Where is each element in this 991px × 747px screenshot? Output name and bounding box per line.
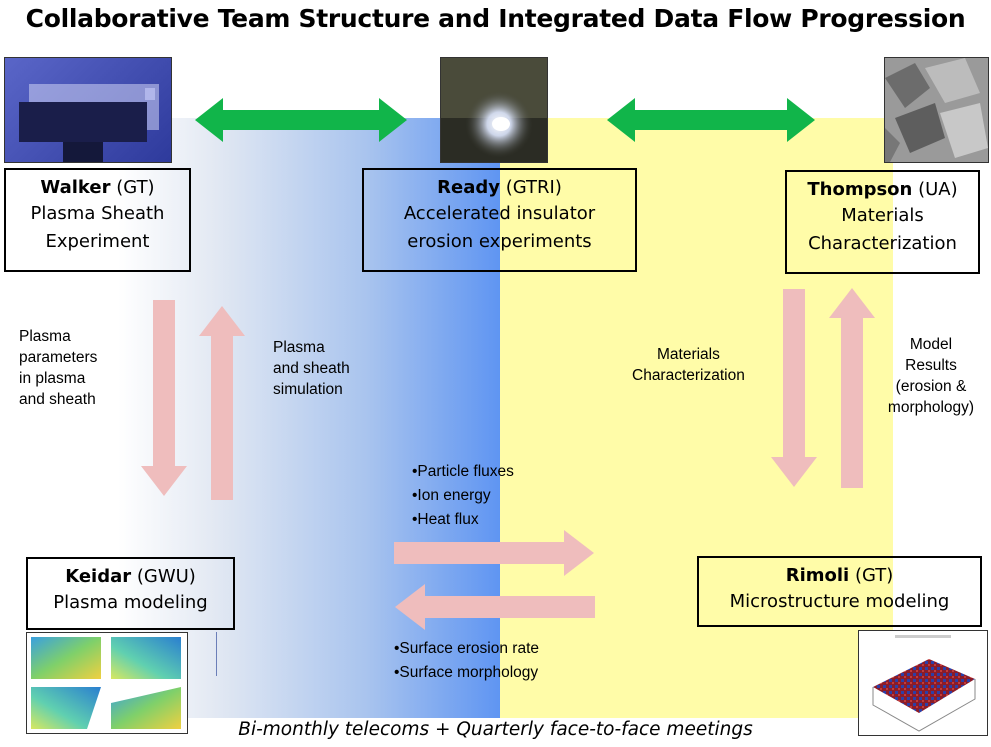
ready-name: Ready — [437, 177, 500, 198]
up-arrow-keidar-to-walker — [199, 306, 245, 500]
walker-team-box: Walker (GT) Plasma Sheath Experiment — [4, 168, 191, 272]
rimoli-team-box: Rimoli (GT) Microstructure modeling — [697, 556, 982, 627]
thompson-team-box: Thompson (UA) Materials Characterization — [785, 170, 980, 274]
plasma-simulation-line3: simulation — [273, 381, 343, 398]
plasma-parameters-label: Plasma parameters in plasma and sheath — [19, 326, 97, 410]
fluxes-item-ion-energy: •Ion energy — [412, 487, 491, 504]
plasma-simulation-line1: Plasma — [273, 339, 325, 356]
surface-item-morphology: •Surface morphology — [394, 664, 539, 681]
right-arrow-to-rimoli — [394, 530, 594, 576]
fluxes-item-heat-flux: •Heat flux — [412, 511, 479, 528]
fluxes-list: •Particle fluxes •Ion energy •Heat flux — [412, 460, 514, 532]
rimoli-name: Rimoli — [785, 565, 850, 586]
plasma-model-plots — [26, 632, 188, 734]
down-arrow-thompson-to-rimoli — [771, 289, 817, 487]
keidar-name: Keidar — [65, 566, 132, 587]
model-results-line3: (erosion & — [895, 378, 967, 395]
rimoli-desc: Microstructure modeling — [729, 591, 950, 612]
materials-characterization-line1: Materials — [656, 346, 720, 363]
ready-team-box: Ready (GTRI) Accelerated insulator erosi… — [362, 168, 637, 272]
thompson-org: (UA) — [918, 179, 958, 200]
walker-org: (GT) — [116, 177, 155, 198]
green-double-arrow-left — [195, 98, 407, 142]
keidar-org: (GWU) — [136, 566, 196, 587]
microstructure-3d-plot — [858, 630, 988, 736]
erosion-experiment-photo — [440, 57, 548, 163]
fluxes-item-particle: •Particle fluxes — [412, 463, 514, 480]
surface-list: •Surface erosion rate •Surface morpholog… — [394, 637, 539, 685]
model-results-line4: morphology) — [887, 399, 975, 416]
thompson-desc-line2: Characterization — [808, 233, 957, 254]
left-arrow-to-keidar — [395, 584, 595, 630]
plasma-parameters-line4: and sheath — [19, 391, 96, 408]
footer-note: Bi-monthly telecoms + Quarterly face-to-… — [238, 719, 753, 740]
keidar-connector-line — [216, 632, 217, 676]
walker-desc-line2: Experiment — [45, 231, 150, 252]
plasma-parameters-line1: Plasma — [19, 328, 71, 345]
green-double-arrow-right — [607, 98, 815, 142]
down-arrow-walker-to-keidar — [141, 300, 187, 496]
page-title: Collaborative Team Structure and Integra… — [25, 4, 966, 33]
walker-desc-line1: Plasma Sheath — [30, 203, 165, 224]
thompson-name: Thompson — [807, 179, 913, 200]
model-results-line1: Model — [909, 336, 953, 353]
plasma-sheath-experiment-photo — [4, 57, 172, 163]
keidar-team-box: Keidar (GWU) Plasma modeling — [26, 557, 235, 630]
model-results-line2: Results — [905, 357, 957, 374]
ready-desc-line2: erosion experiments — [407, 231, 592, 252]
keidar-desc: Plasma modeling — [53, 592, 208, 613]
walker-name: Walker — [40, 177, 111, 198]
surface-item-erosion-rate: •Surface erosion rate — [394, 640, 540, 657]
plasma-simulation-label: Plasma and sheath simulation — [273, 337, 350, 400]
plasma-simulation-line2: and sheath — [273, 360, 350, 377]
materials-micrograph-photo — [884, 57, 989, 163]
plasma-parameters-line3: in plasma — [19, 370, 86, 387]
materials-characterization-label: Materials Characterization — [632, 344, 745, 386]
ready-org: (GTRI) — [505, 177, 562, 198]
up-arrow-rimoli-to-thompson — [829, 288, 875, 488]
materials-characterization-line2: Characterization — [632, 367, 745, 384]
plasma-parameters-line2: parameters — [19, 349, 98, 366]
thompson-desc-line1: Materials — [841, 205, 924, 226]
model-results-label: Model Results (erosion & morphology) — [874, 334, 988, 418]
ready-desc-line1: Accelerated insulator — [403, 203, 596, 224]
rimoli-org: (GT) — [854, 565, 894, 586]
